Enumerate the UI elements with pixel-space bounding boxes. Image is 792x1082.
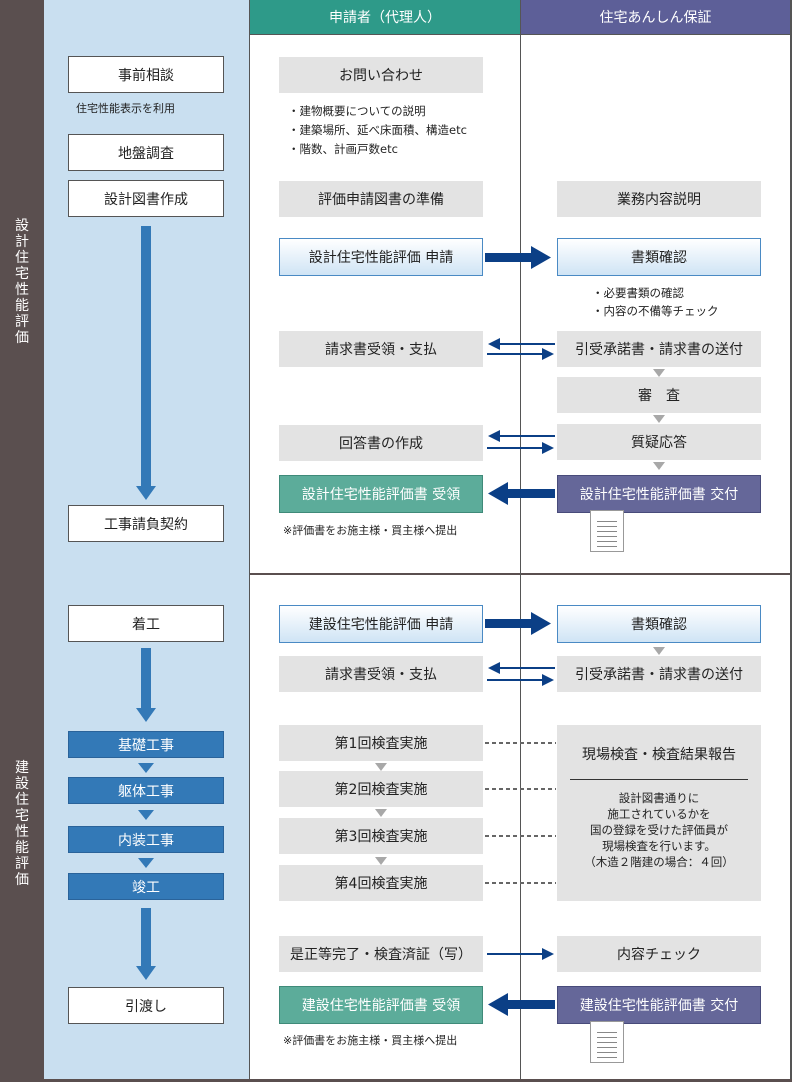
site-inspection-notes: 設計図書通りに 施工されているかを 国の登録を受けた評価員が 現場検査を行います… <box>584 791 734 869</box>
site-inspection-panel <box>557 725 761 901</box>
section-label-construction: 建設住宅性能評価 <box>15 760 29 888</box>
stage-foundation: 基礎工事 <box>68 731 224 758</box>
design-submit-note: ※評価書をお施主様・買主様へ提出 <box>283 524 458 537</box>
inquiry-notes: ・建物概要についての説明 ・建築場所、延べ床面積、構造etc ・階数、計画戸数e… <box>288 104 467 156</box>
thick-arrow-construction-issue <box>488 993 555 1016</box>
inspection-3-box: 第3回検査実施 <box>279 818 483 854</box>
header-insurer: 住宅あんしん保証 <box>521 0 790 34</box>
flow-tri-2 <box>653 415 665 423</box>
left-flow-arrow-3 <box>141 908 151 968</box>
sidebar <box>0 0 44 1082</box>
left-flow-arrowhead-3 <box>136 966 156 980</box>
divider-bottom <box>0 1079 792 1082</box>
qa-box: 質疑応答 <box>557 424 761 460</box>
construction-invoice-pay-box: 請求書受領・支払 <box>279 656 483 692</box>
correction-box: 是正等完了・検査済証（写） <box>279 936 483 972</box>
ground-survey-box: 地盤調査 <box>68 134 224 171</box>
thin-arrows-design-invoice <box>487 338 555 360</box>
left-flow-arrow-2 <box>141 648 151 710</box>
design-invoice-pay-box: 請求書受領・支払 <box>279 331 483 367</box>
section-divider <box>0 573 792 575</box>
design-send-invoice-box: 引受承諾書・請求書の送付 <box>557 331 761 367</box>
prior-consult-note: 住宅性能表示を利用 <box>76 102 175 115</box>
divider-left <box>249 0 250 1082</box>
stage-arrow-2 <box>138 810 154 820</box>
inspection-tri-1 <box>375 763 387 771</box>
left-flow-arrowhead-1 <box>136 486 156 500</box>
check-notes: ・必要書類の確認 ・内容の不備等チェック <box>592 286 719 318</box>
divider-middle <box>520 0 521 1082</box>
inspection-2-box: 第2回検査実施 <box>279 771 483 807</box>
construction-submit-note: ※評価書をお施主様・買主様へ提出 <box>283 1034 458 1047</box>
answer-box: 回答書の作成 <box>279 425 483 461</box>
inquiry-box: お問い合わせ <box>279 57 483 93</box>
start-box: 着工 <box>68 605 224 642</box>
construction-check-docs-box: 書類確認 <box>557 605 761 643</box>
inspection-4-box: 第4回検査実施 <box>279 865 483 901</box>
site-inspection-rule <box>570 779 748 780</box>
flow-tri-3 <box>653 462 665 470</box>
stage-arrow-1 <box>138 763 154 773</box>
construction-receive-box: 建設住宅性能評価書 受領 <box>279 986 483 1024</box>
design-receive-box: 設計住宅性能評価書 受領 <box>279 475 483 513</box>
stage-framing: 躯体工事 <box>68 777 224 804</box>
construction-apply-box: 建設住宅性能評価 申請 <box>279 605 483 643</box>
thin-arrows-design-qa <box>487 430 555 454</box>
prep-docs-box: 評価申請図書の準備 <box>279 181 483 217</box>
left-flow-arrow-1 <box>141 226 151 488</box>
design-issue-box: 設計住宅性能評価書 交付 <box>557 475 761 513</box>
design-document-icon <box>590 510 624 552</box>
design-check-docs-box: 書類確認 <box>557 238 761 276</box>
inspection-tri-3 <box>375 857 387 865</box>
stage-interior: 内装工事 <box>68 826 224 853</box>
design-apply-box: 設計住宅性能評価 申請 <box>279 238 483 276</box>
flow-tri-4 <box>653 647 665 655</box>
thin-arrows-construction-invoice <box>487 662 555 686</box>
inspection-dashed-lines <box>485 742 556 884</box>
inspection-1-box: 第1回検査実施 <box>279 725 483 761</box>
thick-arrow-design-apply <box>485 246 551 269</box>
explain-box: 業務内容説明 <box>557 181 761 217</box>
content-check-box: 内容チェック <box>557 936 761 972</box>
contract-box: 工事請負契約 <box>68 505 224 542</box>
review-box: 審 査 <box>557 377 761 413</box>
flow-tri-1 <box>653 369 665 377</box>
handover-box: 引渡し <box>68 987 224 1024</box>
construction-issue-box: 建設住宅性能評価書 交付 <box>557 986 761 1024</box>
site-inspection-title: 現場検査・検査結果報告 <box>582 747 736 763</box>
header-applicant: 申請者（代理人） <box>250 0 520 34</box>
section-label-design: 設計住宅性能評価 <box>15 218 29 346</box>
thick-arrow-design-issue <box>488 482 555 505</box>
construction-send-invoice-box: 引受承諾書・請求書の送付 <box>557 656 761 692</box>
stage-completion: 竣工 <box>68 873 224 900</box>
stage-arrow-3 <box>138 858 154 868</box>
thick-arrow-construction-apply <box>485 612 551 635</box>
inspection-tri-2 <box>375 809 387 817</box>
construction-document-icon <box>590 1021 624 1063</box>
design-docs-box: 設計図書作成 <box>68 180 224 217</box>
divider-right <box>790 0 792 1082</box>
header-underline <box>250 34 790 35</box>
left-flow-arrowhead-2 <box>136 708 156 722</box>
prior-consult-box: 事前相談 <box>68 56 224 93</box>
